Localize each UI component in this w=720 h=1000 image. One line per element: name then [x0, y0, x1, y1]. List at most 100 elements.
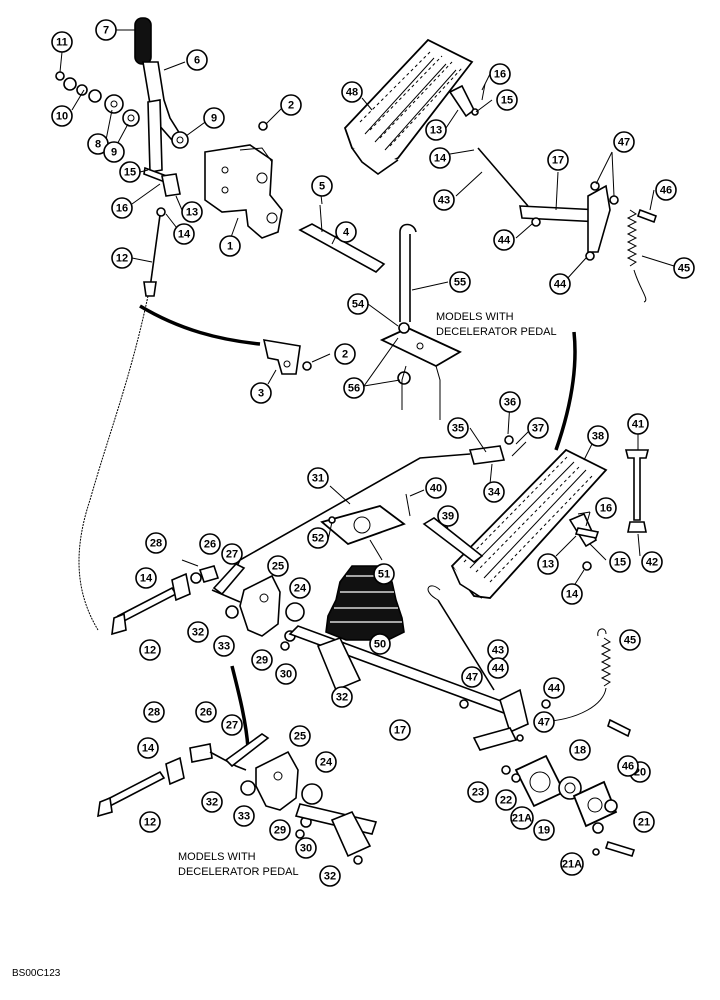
callout-15: 15 — [496, 89, 518, 111]
assembly-arrow-right — [554, 331, 577, 451]
callout-balloon — [331, 686, 353, 708]
callout-12: 12 — [139, 639, 161, 661]
callout-number: 14 — [566, 589, 579, 601]
callout-number: 14 — [434, 153, 447, 165]
callout-number: 32 — [192, 627, 204, 639]
callout-balloon — [119, 161, 141, 183]
callout-number: 16 — [600, 503, 612, 515]
callout-3: 3 — [250, 382, 272, 404]
callout-number: 13 — [542, 559, 554, 571]
callout-balloon — [311, 175, 333, 197]
callout-number: 44 — [492, 663, 505, 675]
lever-assembly-lower — [97, 733, 378, 865]
callout-4: 4 — [335, 221, 357, 243]
callout-32: 32 — [319, 865, 341, 887]
bracket-3 — [262, 339, 312, 375]
callout-22: 22 — [495, 789, 517, 811]
callout-number: 45 — [678, 263, 690, 275]
callout-number: 15 — [614, 557, 626, 569]
callout-number: 23 — [472, 787, 484, 799]
callout-14: 14 — [137, 737, 159, 759]
callout-balloon — [219, 235, 241, 257]
callout-balloon — [213, 635, 235, 657]
callout-number: 29 — [256, 655, 268, 667]
callout-balloon — [201, 791, 223, 813]
callout-number: 40 — [430, 483, 442, 495]
callout-number: 50 — [374, 639, 386, 651]
callout-balloon — [613, 131, 635, 153]
callout-number: 14 — [142, 743, 155, 755]
callout-number: 54 — [352, 299, 365, 311]
callout-balloon — [334, 343, 356, 365]
callout-number: 16 — [116, 203, 128, 215]
callout-balloon — [495, 789, 517, 811]
callout-19: 19 — [533, 819, 555, 841]
callout-number: 17 — [394, 725, 406, 737]
callout-51: 51 — [373, 563, 395, 585]
callout-50: 50 — [369, 633, 391, 655]
callout-48: 48 — [341, 81, 363, 103]
callout-29: 29 — [251, 649, 273, 671]
callout-balloon — [537, 553, 559, 575]
callout-21A: 21A — [510, 806, 534, 830]
callout-24: 24 — [315, 751, 337, 773]
callout-balloon — [103, 141, 125, 163]
callout-33: 33 — [213, 635, 235, 657]
callout-balloon — [587, 425, 609, 447]
callout-number: 33 — [218, 641, 230, 653]
assembly-arrow — [139, 304, 261, 346]
callout-balloon — [51, 31, 73, 53]
callout-number: 32 — [336, 692, 348, 704]
callout-number: 24 — [294, 583, 307, 595]
callout-number: 13 — [186, 207, 198, 219]
callout-balloon — [187, 621, 209, 643]
callout-balloon — [437, 505, 459, 527]
callout-16: 16 — [489, 63, 511, 85]
callout-number: 33 — [238, 811, 250, 823]
callout-balloon — [595, 497, 617, 519]
callout-balloon — [289, 725, 311, 747]
callout-23: 23 — [467, 781, 489, 803]
callout-balloon — [111, 197, 133, 219]
callout-balloon — [533, 819, 555, 841]
callout-37: 37 — [527, 417, 549, 439]
callout-balloon — [543, 677, 565, 699]
callout-number: 10 — [56, 111, 68, 123]
callout-54: 54 — [347, 293, 369, 315]
callout-balloon — [233, 805, 255, 827]
callout-number: 56 — [348, 383, 360, 395]
callout-number: 43 — [492, 645, 504, 657]
callout-47: 47 — [613, 131, 635, 153]
callout-47: 47 — [533, 711, 555, 733]
callout-number: 2 — [342, 349, 348, 361]
callout-27: 27 — [221, 543, 243, 565]
callout-13: 13 — [537, 553, 559, 575]
callout-number: 38 — [592, 431, 604, 443]
callout-balloon — [137, 737, 159, 759]
callout-balloon — [533, 711, 555, 733]
callout-balloon — [341, 81, 363, 103]
callout-number: 21A — [512, 813, 532, 825]
callout-balloon — [319, 865, 341, 887]
callout-number: 52 — [312, 533, 324, 545]
callout-number: 44 — [554, 279, 567, 291]
callout-32: 32 — [201, 791, 223, 813]
callout-number: 39 — [442, 511, 454, 523]
callout-40: 40 — [425, 477, 447, 499]
callout-44: 44 — [543, 677, 565, 699]
callout-balloon — [433, 189, 455, 211]
callout-25: 25 — [267, 555, 289, 577]
callout-56: 56 — [343, 377, 365, 399]
callout-number: 25 — [272, 561, 284, 573]
callout-17: 17 — [547, 149, 569, 171]
callout-39: 39 — [437, 505, 459, 527]
callout-balloon — [251, 649, 273, 671]
callout-26: 26 — [195, 701, 217, 723]
callout-30: 30 — [275, 663, 297, 685]
callout-9: 9 — [103, 141, 125, 163]
callout-balloon — [280, 94, 302, 116]
callout-46: 46 — [655, 179, 677, 201]
callout-32: 32 — [331, 686, 353, 708]
